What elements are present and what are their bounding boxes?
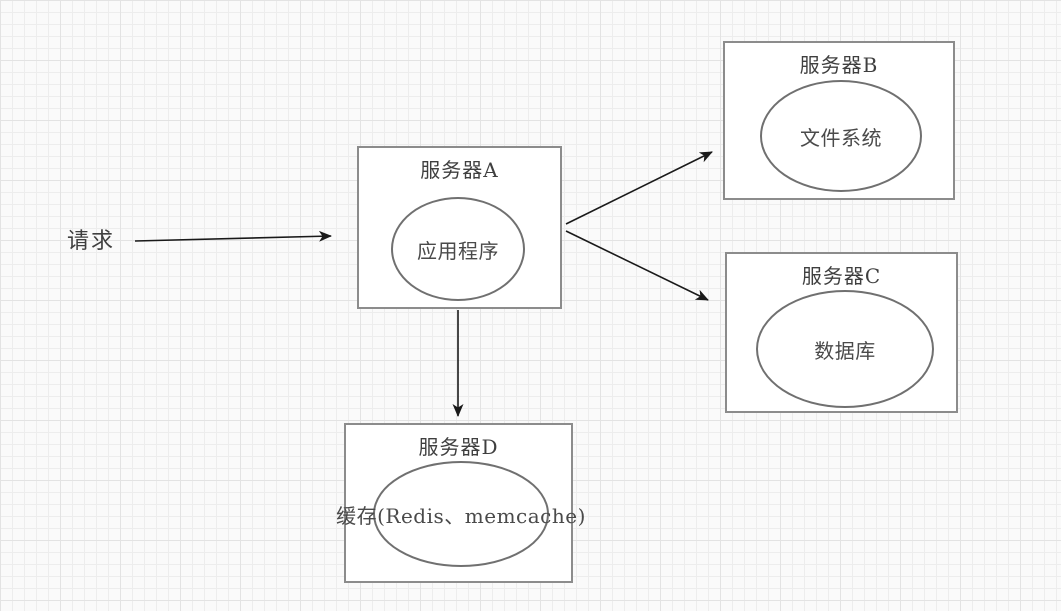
edge-server-a-to-server-b[interactable] (565, 151, 713, 225)
node-server-c-ellipse[interactable]: 数据库 (756, 290, 934, 408)
node-server-b-ellipse-label: 文件系统 (800, 125, 882, 150)
node-server-d[interactable]: 服务器D 缓存(Redis、memcache) (336, 423, 585, 583)
node-server-d-ellipse-label: 缓存(Redis、memcache) (336, 503, 586, 528)
node-server-a[interactable]: 服务器A 应用程序 (357, 146, 562, 309)
node-server-b-title: 服务器B (799, 53, 879, 77)
node-server-b-ellipse[interactable]: 文件系统 (760, 80, 922, 192)
edge-request-to-server-a[interactable] (134, 230, 332, 242)
node-server-d-title: 服务器D (418, 435, 499, 459)
node-server-b[interactable]: 服务器B 文件系统 (723, 41, 955, 200)
node-server-d-ellipse[interactable]: 缓存(Redis、memcache) (336, 461, 585, 567)
request-label[interactable]: 请求 (67, 229, 116, 254)
node-server-c-ellipse-label: 数据库 (814, 338, 876, 363)
node-server-c-title: 服务器C (801, 264, 882, 288)
node-server-c[interactable]: 服务器C 数据库 (725, 252, 958, 413)
node-server-a-ellipse[interactable]: 应用程序 (391, 197, 525, 301)
edge-server-a-to-server-c[interactable] (565, 230, 709, 301)
node-server-a-ellipse-label: 应用程序 (417, 238, 499, 263)
node-server-a-title: 服务器A (420, 158, 499, 182)
